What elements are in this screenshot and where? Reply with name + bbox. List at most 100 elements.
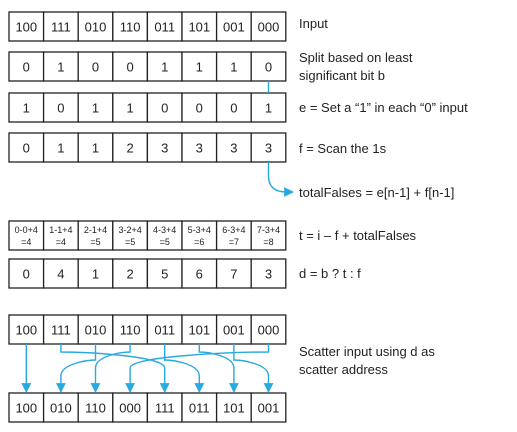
cell-result: =6 <box>194 237 204 247</box>
cell-box <box>181 258 218 289</box>
cell-value: 010 <box>50 401 72 416</box>
cell-box <box>146 314 183 345</box>
cell-box <box>77 314 114 345</box>
cell-value: 0 <box>23 141 30 156</box>
cell-value: 110 <box>120 20 141 35</box>
total-falses-arrow <box>267 162 294 197</box>
cell-box <box>250 392 287 423</box>
cell-box <box>77 132 114 163</box>
scatter-arrow <box>164 344 205 393</box>
cell-value: 0 <box>161 101 168 116</box>
cell-result: =4 <box>21 237 31 247</box>
cell-value: 7 <box>230 267 237 282</box>
scatter-arrow <box>125 344 270 393</box>
scatter-arrow <box>56 344 97 393</box>
cell-result: =7 <box>229 237 239 247</box>
cell-box <box>77 220 114 251</box>
cell-value: 0 <box>23 60 30 75</box>
cell-value: 1 <box>92 141 99 156</box>
cell-value: 001 <box>258 401 280 416</box>
cell-value: 3 <box>161 141 168 156</box>
cell-box <box>8 132 45 163</box>
cell-value: 1 <box>161 60 168 75</box>
cell-value: 011 <box>154 20 175 35</box>
cell-box <box>42 392 79 423</box>
cell-value: 1 <box>57 60 64 75</box>
cell-formula: 4-3+4 <box>153 225 176 235</box>
cell-value: 1 <box>57 141 64 156</box>
cell-value: 110 <box>85 401 106 416</box>
row-label-e: e = Set a “1” in each “0” input <box>299 100 468 115</box>
cell-box <box>250 92 287 123</box>
cell-value: 111 <box>51 20 71 35</box>
cell-box <box>250 220 287 251</box>
cell-box <box>112 220 149 251</box>
cell-value: 011 <box>189 401 210 416</box>
row-label-f: f = Scan the 1s <box>299 141 387 156</box>
cell-box <box>250 132 287 163</box>
cell-box <box>215 258 252 289</box>
cell-box <box>77 51 114 82</box>
cell-value: 0 <box>23 267 30 282</box>
cell-value: 101 <box>188 20 210 35</box>
cell-value: 111 <box>51 323 71 338</box>
cell-box <box>215 392 252 423</box>
cell-value: 111 <box>155 401 175 416</box>
cell-value: 2 <box>126 267 133 282</box>
arrows-layer <box>21 81 294 393</box>
row-t: 0-0+4=41-1+4=42-1+4=53-2+4=54-3+4=55-3+4… <box>8 220 287 251</box>
cell-value: 1 <box>126 101 133 116</box>
cell-formula: 3-2+4 <box>118 225 141 235</box>
cell-value: 3 <box>265 267 272 282</box>
cell-value: 001 <box>223 323 245 338</box>
cell-formula: 6-3+4 <box>222 225 245 235</box>
cell-value: 3 <box>230 141 237 156</box>
scatter-arrow <box>198 344 239 393</box>
cell-box <box>215 220 252 251</box>
cell-box <box>8 220 45 251</box>
cell-box <box>112 314 149 345</box>
cell-value: 011 <box>154 323 175 338</box>
cell-value: 5 <box>161 267 168 282</box>
cell-value: 6 <box>196 267 203 282</box>
cell-formula: 1-1+4 <box>49 225 72 235</box>
cell-value: 0 <box>92 60 99 75</box>
row-label-b: significant bit b <box>299 68 385 83</box>
cell-box <box>42 11 79 42</box>
cell-result: =5 <box>160 237 170 247</box>
cell-box <box>77 11 114 42</box>
cell-box <box>8 11 45 42</box>
cell-box <box>250 51 287 82</box>
cell-result: =5 <box>125 237 135 247</box>
cell-box <box>146 92 183 123</box>
cell-box <box>250 11 287 42</box>
cell-value: 101 <box>188 323 210 338</box>
cell-value: 110 <box>120 323 141 338</box>
cell-box <box>146 220 183 251</box>
cell-value: 0 <box>126 60 133 75</box>
cell-box <box>181 220 218 251</box>
cell-box <box>42 132 79 163</box>
cell-value: 1 <box>230 60 237 75</box>
cell-value: 3 <box>196 141 203 156</box>
cell-formula: 0-0+4 <box>15 225 38 235</box>
cell-value: 000 <box>119 401 141 416</box>
cell-value: 010 <box>85 323 107 338</box>
cell-value: 010 <box>85 20 107 35</box>
cell-value: 101 <box>223 401 245 416</box>
cell-value: 1 <box>92 267 99 282</box>
cell-box <box>146 132 183 163</box>
cell-value: 1 <box>92 101 99 116</box>
row-label-input: Input <box>299 16 328 31</box>
cell-box <box>112 258 149 289</box>
row-label-t: t = i – f + totalFalses <box>299 228 417 243</box>
cell-box <box>77 258 114 289</box>
cell-value: 0 <box>196 101 203 116</box>
cell-box <box>42 258 79 289</box>
